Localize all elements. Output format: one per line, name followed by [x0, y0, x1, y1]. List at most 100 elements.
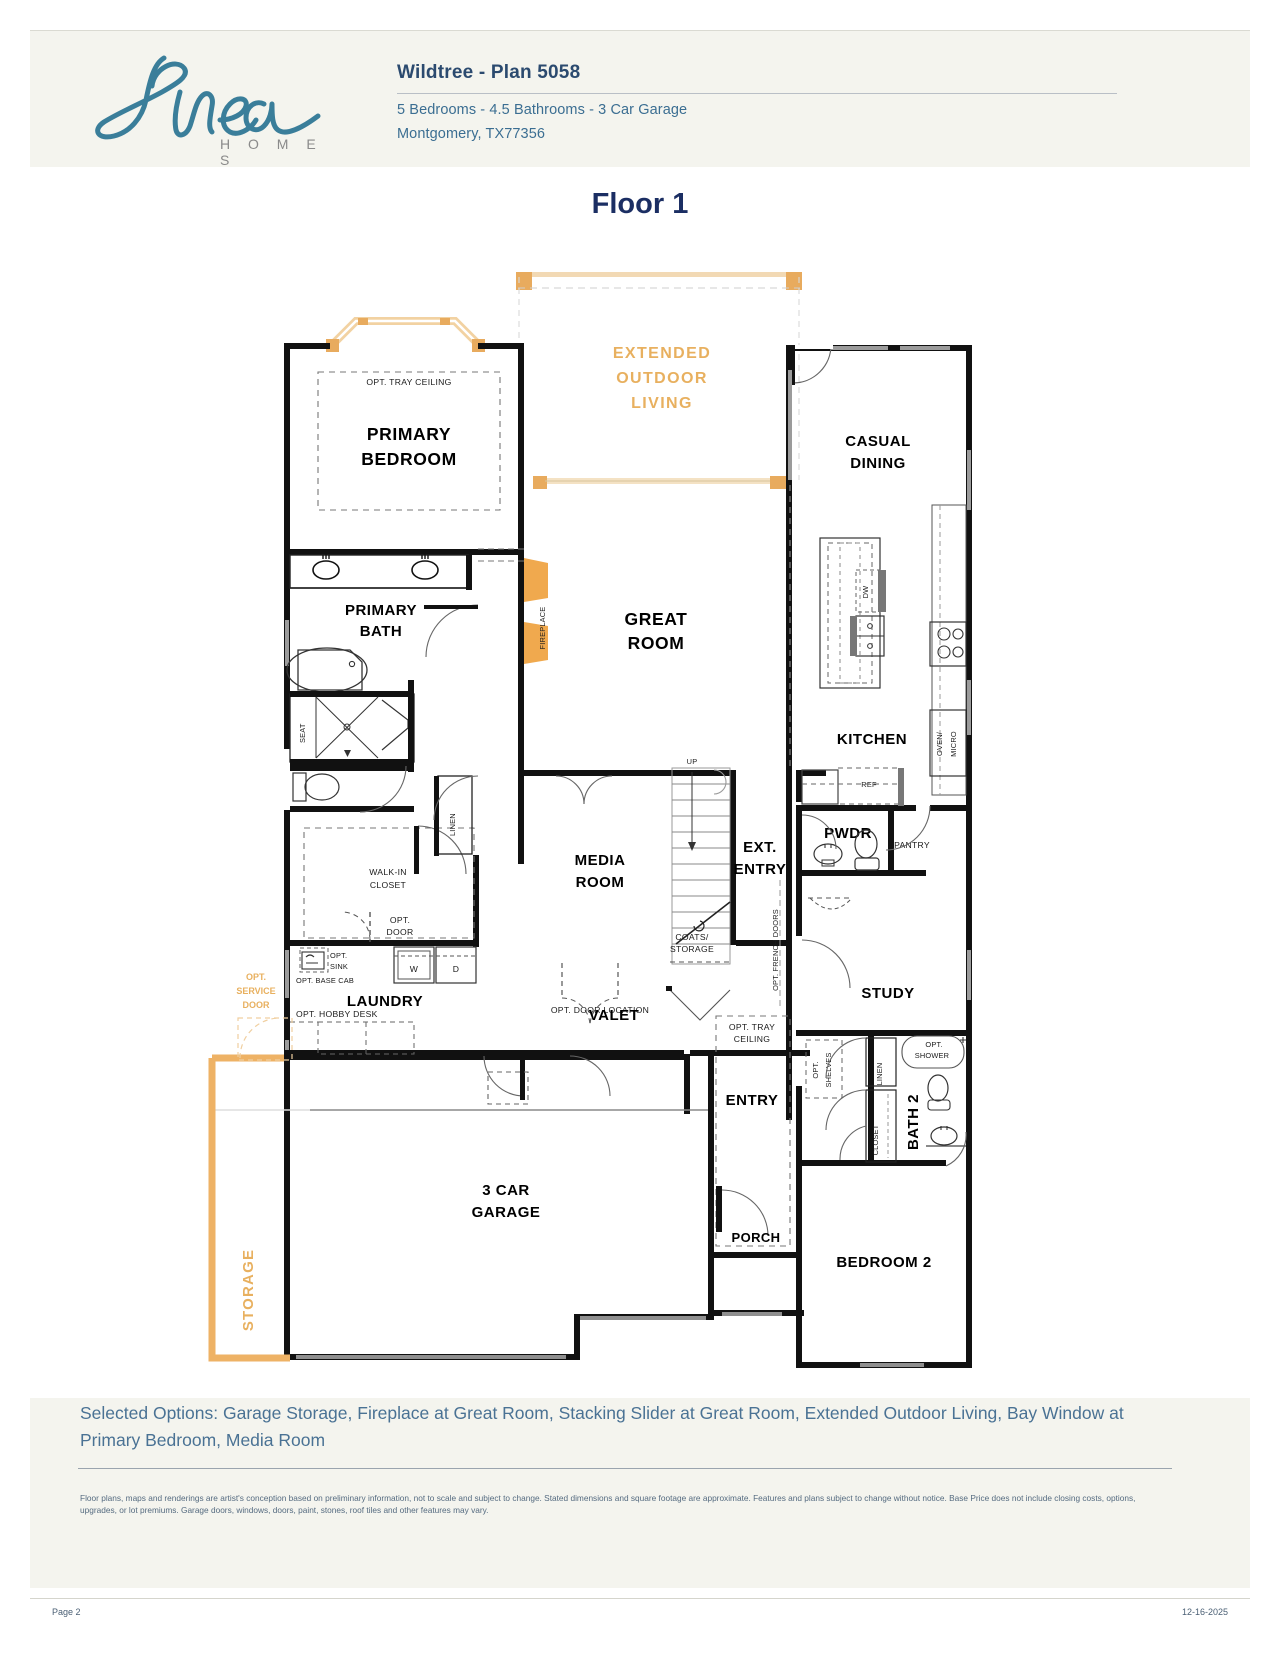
- micro-label: MICRO: [949, 731, 958, 757]
- floor-plan-drawing: EXTENDED OUTDOOR LIVING: [0, 250, 1280, 1380]
- room-label-extended-outdoor-living-1: EXTENDED: [613, 345, 711, 362]
- linen-label-primary: LINEN: [448, 813, 457, 836]
- shower-icon: SEAT: [289, 691, 415, 765]
- walk-in-closet: WALK-IN CLOSET OPT. DOOR: [303, 825, 475, 942]
- bedroom-2: BEDROOM 2: [836, 1254, 931, 1271]
- valet: VALET: [569, 1007, 640, 1097]
- coats-storage-label-2: STORAGE: [670, 944, 714, 954]
- room-label-bedroom-2: BEDROOM 2: [836, 1254, 931, 1271]
- opt-sink-label-1: OPT.: [330, 951, 347, 960]
- opt-door-label-1: OPT.: [390, 915, 410, 925]
- room-label-kitchen: KITCHEN: [837, 731, 907, 748]
- page-date: 12-16-2025: [1181, 1607, 1228, 1617]
- room-label-primary-bath-1: PRIMARY: [345, 602, 417, 619]
- fireplace-label: FIREPLACE: [538, 607, 547, 650]
- linen-closet-primary: LINEN: [433, 775, 479, 856]
- opt-shelves-label-2: SHELVES: [824, 1053, 833, 1088]
- page-number: Page 2: [52, 1607, 81, 1617]
- room-label-primary-bath-2: BATH: [360, 623, 403, 640]
- room-label-extended-outdoor-living-3: LIVING: [631, 395, 693, 412]
- room-label-ext-entry-2: ENTRY: [734, 861, 787, 878]
- room-label-casual-dining-2: DINING: [850, 455, 906, 472]
- bath-2: BATH 2 LINEN CLOSET OPT. SHOWER: [825, 1035, 967, 1167]
- page-title: Wildtree - Plan 5058: [397, 62, 581, 83]
- fireplace-option: FIREPLACE: [524, 558, 548, 664]
- opt-tray-ceiling-entry-2: CEILING: [734, 1034, 770, 1044]
- floor-plan-svg: EXTENDED OUTDOOR LIVING: [208, 272, 972, 1368]
- pwdr-toilet-icon: [854, 829, 880, 871]
- bay-window-primary-bedroom: [326, 317, 485, 352]
- room-label-great-room-1: GREAT: [625, 609, 688, 629]
- spec-line: 5 Bedrooms - 4.5 Bathrooms - 3 Car Garag…: [397, 102, 688, 118]
- room-label-bath-2: BATH 2: [905, 1094, 922, 1150]
- walk-in-closet-label-2: CLOSET: [370, 880, 407, 890]
- opt-service-door: OPT. SERVICE DOOR: [236, 972, 293, 1061]
- entry: ENTRY OPT. TRAY CEILING PORCH: [715, 1015, 791, 1247]
- location-line: Montgomery, TX77356: [397, 126, 546, 142]
- logo-wordmark: H O M E S: [220, 136, 323, 168]
- opt-door-location-label: OPT. DOOR LOCATION: [551, 1005, 649, 1015]
- extended-outdoor-living-area: EXTENDED OUTDOOR LIVING: [516, 272, 802, 489]
- dishwasher-label: DW: [861, 586, 870, 599]
- washer-label: W: [410, 964, 419, 974]
- opt-sink-icon: [301, 951, 325, 970]
- great-room: GREAT ROOM FIREPLACE: [524, 558, 687, 664]
- opt-shower-label-1: OPT.: [925, 1040, 942, 1049]
- primary-bath: PRIMARY BATH SEAT: [286, 554, 479, 813]
- title-divider: [397, 93, 1117, 94]
- cooktop-icon: [929, 621, 967, 667]
- room-label-porch: PORCH: [732, 1230, 781, 1245]
- room-label-pwdr: PWDR: [824, 825, 872, 842]
- floor-label: Floor 1: [591, 188, 689, 220]
- options-band: [30, 1398, 1250, 1588]
- kitchen: DW KITCHEN OVEN/ MICRO: [801, 504, 967, 806]
- title-block: Wildtree - Plan 5058 5 Bedrooms - 4.5 Ba…: [397, 62, 1137, 142]
- opt-french-doors-label: OPT. FRENCH DOORS: [771, 909, 780, 991]
- room-label-casual-dining-1: CASUAL: [845, 433, 911, 450]
- opt-service-door-label-3: DOOR: [243, 1000, 271, 1010]
- opt-service-door-label-2: SERVICE: [236, 986, 275, 996]
- shea-homes-logo: H O M E S: [80, 48, 340, 168]
- oven-micro-icon: OVEN/ MICRO: [929, 709, 967, 777]
- room-label-primary-bedroom-2: BEDROOM: [361, 449, 457, 469]
- oven-label: OVEN/: [935, 731, 944, 756]
- room-label-entry: ENTRY: [726, 1092, 779, 1109]
- selected-options-text: Selected Options: Garage Storage, Firepl…: [80, 1403, 1124, 1450]
- walk-in-closet-label-1: WALK-IN: [369, 867, 407, 877]
- garage-storage-option: STORAGE: [208, 1054, 290, 1362]
- room-label-extended-outdoor-living-2: OUTDOOR: [616, 370, 708, 387]
- ext-entry-stairs: EXT. ENTRY UP: [666, 757, 787, 1021]
- room-label-laundry: LAUNDRY: [347, 993, 423, 1010]
- disclaimer-text: Floor plans, maps and renderings are art…: [80, 1493, 1136, 1515]
- room-label-garage-1: 3 CAR: [482, 1182, 530, 1199]
- exterior-walls: [284, 343, 972, 1368]
- room-label-valet: VALET: [589, 1007, 640, 1024]
- media-room: MEDIA ROOM OPT. DOOR LOCATION: [518, 775, 649, 1027]
- room-label-media-room-1: MEDIA: [575, 852, 626, 869]
- footer-divider: [30, 1598, 1250, 1599]
- up-label: UP: [687, 757, 698, 766]
- room-label-great-room-2: ROOM: [628, 633, 685, 653]
- options-divider: [78, 1468, 1172, 1469]
- opt-sink-label-2: SINK: [330, 962, 348, 971]
- opt-tray-ceiling-entry-1: OPT. TRAY: [729, 1022, 775, 1032]
- pwdr-sink-icon: [813, 843, 843, 867]
- room-label-media-room-2: ROOM: [576, 874, 625, 891]
- garage: 3 CAR GARAGE STORAGE OPT. SERVICE DOOR: [208, 972, 708, 1362]
- opt-tray-ceiling-label: OPT. TRAY CEILING: [366, 377, 451, 387]
- room-label-ext-entry-1: EXT.: [743, 839, 777, 856]
- room-label-study: STUDY: [861, 985, 914, 1002]
- shea-script-logo-icon: [95, 55, 321, 140]
- seat-label: SEAT: [298, 723, 307, 743]
- powder-room: PWDR PANTRY: [801, 805, 931, 871]
- opt-service-door-label-1: OPT.: [246, 972, 266, 982]
- laundry-room: LAUNDRY OPT. SINK OPT. BASE CAB W D OPT.…: [290, 946, 525, 1100]
- room-label-storage: STORAGE: [240, 1249, 257, 1331]
- opt-door-label-2: DOOR: [387, 927, 414, 937]
- opt-shower-label-2: SHOWER: [915, 1051, 949, 1060]
- coats-storage-label-1: COATS/: [675, 932, 708, 942]
- closet-label-bath2: CLOSET: [871, 1124, 880, 1155]
- linen-label-bath2: LINEN: [875, 1063, 884, 1086]
- staircase: UP: [671, 757, 731, 965]
